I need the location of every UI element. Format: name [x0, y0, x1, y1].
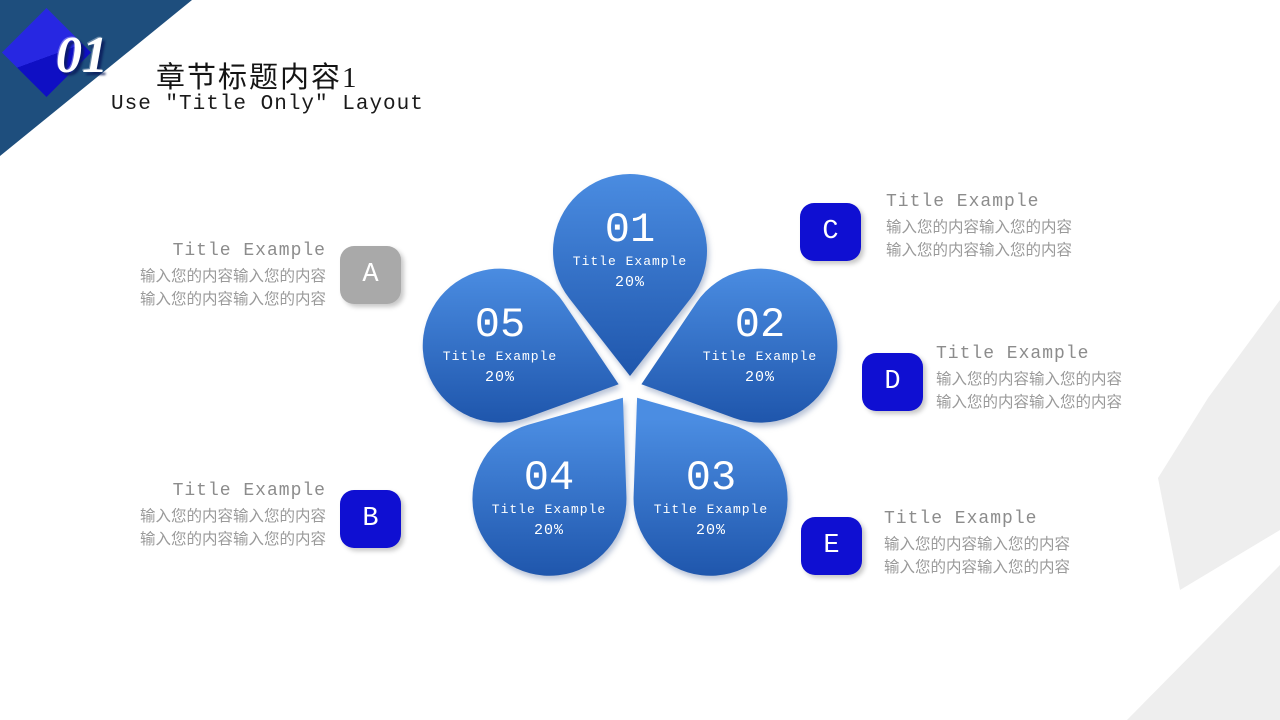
petal-01-shape	[553, 174, 707, 376]
callout-c-line1: 输入您的内容输入您的内容	[886, 219, 1073, 236]
callout-c-title: Title Example	[886, 192, 1040, 212]
callout-d: Title Example 输入您的内容输入您的内容 输入您的内容输入您的内容	[936, 344, 1226, 414]
callout-c: Title Example 输入您的内容输入您的内容 输入您的内容输入您的内容	[886, 192, 1176, 262]
callout-d-line2: 输入您的内容输入您的内容	[936, 394, 1123, 411]
callout-d-line1: 输入您的内容输入您的内容	[936, 371, 1123, 388]
petal-05-shape	[422, 268, 619, 423]
callout-a-title: Title Example	[172, 241, 326, 261]
callout-b-line2: 输入您的内容输入您的内容	[139, 531, 326, 548]
petal-04-shape	[472, 397, 627, 576]
petal-03-shape	[633, 397, 788, 576]
marker-badge-a: A	[340, 246, 401, 304]
marker-badge-b: B	[340, 490, 401, 548]
callout-a-line2: 输入您的内容输入您的内容	[139, 291, 326, 308]
marker-badge-e: E	[801, 517, 862, 575]
callout-e-line1: 输入您的内容输入您的内容	[884, 536, 1071, 553]
callout-e: Title Example 输入您的内容输入您的内容 输入您的内容输入您的内容	[884, 509, 1174, 579]
callout-b: Title Example 输入您的内容输入您的内容 输入您的内容输入您的内容	[112, 481, 326, 551]
callout-c-line2: 输入您的内容输入您的内容	[886, 242, 1073, 259]
page-title: 章节标题内容1	[156, 62, 359, 94]
chevron-upper-band	[1158, 300, 1280, 590]
callout-e-line2: 输入您的内容输入您的内容	[884, 559, 1071, 576]
callout-d-title: Title Example	[936, 344, 1090, 364]
callout-e-title: Title Example	[884, 509, 1038, 529]
callout-b-line1: 输入您的内容输入您的内容	[139, 508, 326, 525]
petal-02-shape	[641, 268, 838, 423]
section-number: 01	[56, 27, 108, 84]
callout-b-title: Title Example	[172, 481, 326, 501]
page-subtitle: Use ″Title Only″ Layout	[111, 93, 424, 116]
marker-badge-c: C	[800, 203, 861, 261]
callout-a: Title Example 输入您的内容输入您的内容 输入您的内容输入您的内容	[112, 241, 326, 311]
marker-badge-d: D	[862, 353, 923, 411]
chevron-lower-band	[1127, 565, 1280, 720]
callout-a-line1: 输入您的内容输入您的内容	[139, 268, 326, 285]
